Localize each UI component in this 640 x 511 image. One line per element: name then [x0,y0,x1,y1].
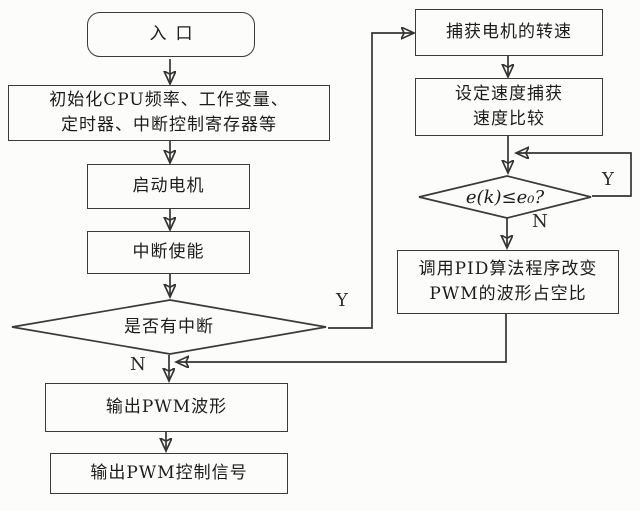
node-error-decision-label: e(k)≤e₀? [465,186,545,208]
node-output-pwm-signal: 输出PWM控制信号 [50,453,288,494]
node-entry-label: 入口 [149,24,202,44]
node-interrupt-enable: 中断使能 [87,231,250,274]
node-start-motor: 启动电机 [87,164,250,209]
node-entry: 入口 [87,12,255,57]
node-init-cpu-label: 初始化CPU频率、工作变量、 定时器、中断控制寄存器等 [49,90,289,135]
edge-label-interrupt-no: N [130,354,146,375]
node-capture-speed-label: 捕获电机的转速 [446,22,572,42]
node-capture-speed: 捕获电机的转速 [415,9,603,56]
node-set-speed-compare-label: 设定速度捕获 速度比较 [455,84,563,129]
node-pid-adjust-label: 调用PID算法程序改变 PWM的波形占空比 [418,259,598,304]
edge-label-interrupt-yes: Y [336,290,348,311]
node-init-cpu: 初始化CPU频率、工作变量、 定时器、中断控制寄存器等 [8,85,330,141]
edge-label-error-yes: Y [602,169,614,190]
node-interrupt-decision-label: 是否有中断 [124,316,214,337]
edge-label-error-no: N [532,211,548,232]
node-output-pwm-wave-label: 输出PWM波形 [105,397,228,417]
node-pid-adjust: 调用PID算法程序改变 PWM的波形占空比 [397,250,619,314]
decision-diamond-shape [11,299,327,355]
node-output-pwm-wave: 输出PWM波形 [45,383,288,432]
node-error-decision: e(k)≤e₀? [417,175,593,219]
node-start-motor-label: 启动电机 [132,176,205,196]
node-output-pwm-signal-label: 输出PWM控制信号 [90,463,248,483]
node-interrupt-enable-label: 中断使能 [132,242,205,262]
node-interrupt-decision: 是否有中断 [10,299,328,355]
node-set-speed-compare: 设定速度捕获 速度比较 [415,78,603,136]
decision-diamond-shape [418,175,592,219]
